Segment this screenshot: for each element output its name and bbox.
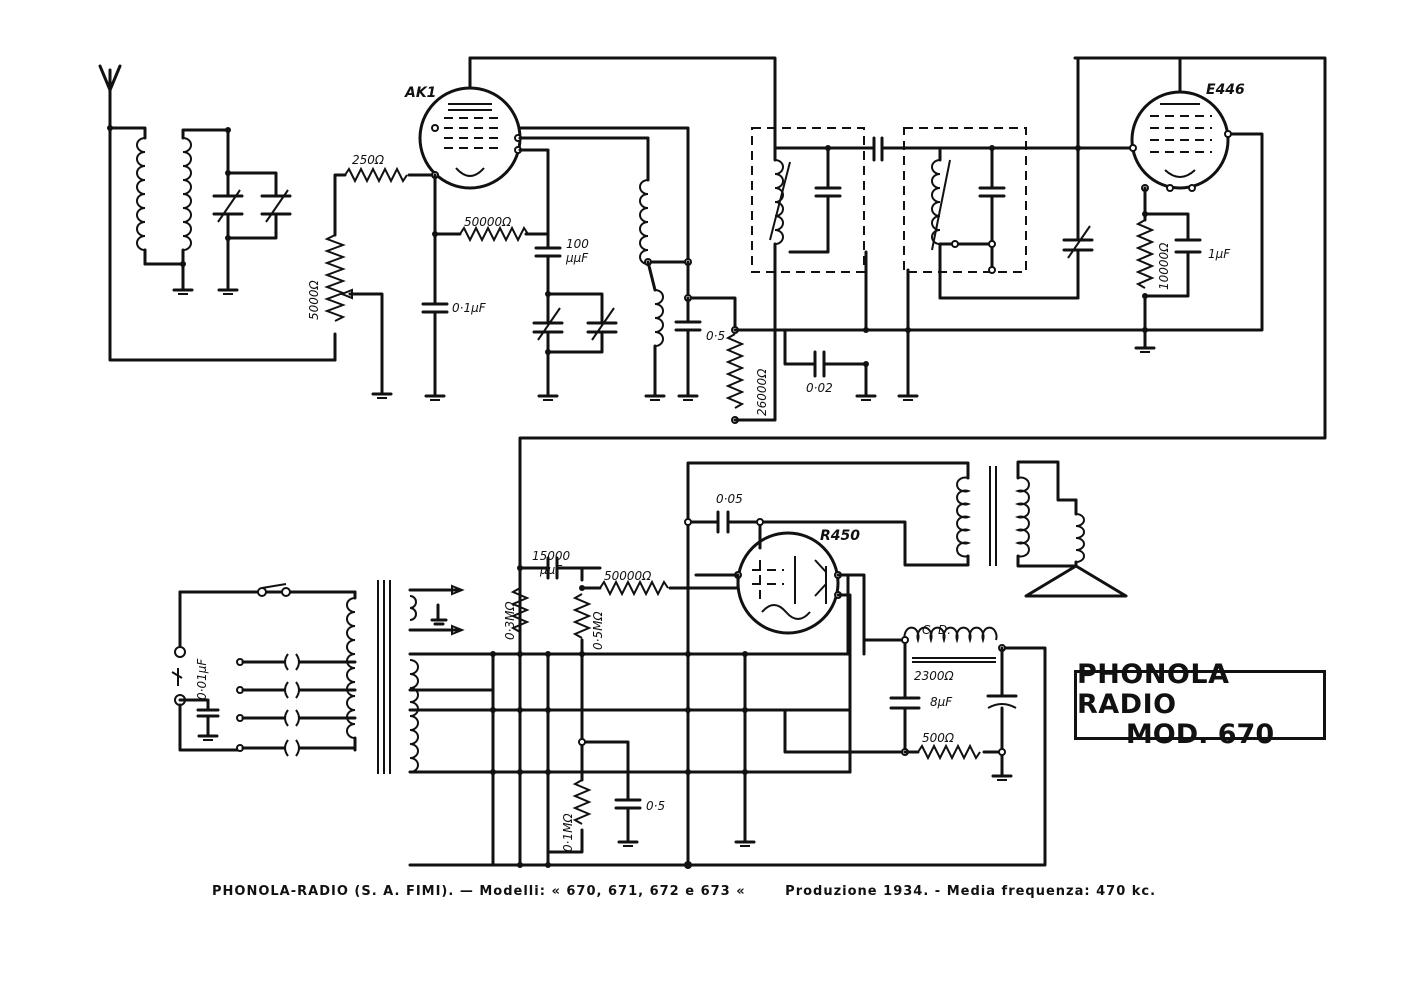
coupling-cap (872, 136, 884, 162)
component-label-r-01: 0·1MΩ (561, 813, 575, 852)
output-transformer: 0·05 (684, 460, 1128, 867)
component-label-c-8: 8µF (930, 695, 953, 709)
tube-ak1: AK1 (404, 56, 522, 190)
component-label-r450: R450 (820, 528, 860, 544)
component-label-r-50000-a: 50000Ω (464, 215, 512, 229)
if-transformer-1 (751, 127, 876, 332)
oscillator-network: 50000Ω 0·1µF 100 µµF (421, 148, 618, 402)
e446-cathode: 10000Ω 1µF (1134, 186, 1231, 354)
component-label-c-001: 0·01µF (195, 658, 209, 700)
title-box: PHONOLA RADIO MOD. 670 (1074, 660, 1326, 750)
component-label-r-26000: 26000Ω (755, 368, 769, 416)
component-label-r-05: 0·5MΩ (591, 611, 605, 650)
tube-e446: E446 (1129, 56, 1264, 332)
caption-part-1: PHONOLA-RADIO (S. A. FIMI). — Modelli: «… (212, 884, 746, 899)
component-label-r-50000-b: 50000Ω (604, 569, 652, 583)
component-label-c-005: 0·05 (716, 492, 743, 506)
e446-tuning (990, 56, 1135, 300)
component-label-ak1: AK1 (404, 85, 436, 101)
r450-input: 15000 µµF 50000Ω 0·3MΩ 0·5MΩ (503, 549, 740, 650)
component-label-c-1uf: 1µF (1208, 247, 1231, 261)
power-transformer (178, 580, 852, 774)
plate-bus (468, 56, 777, 150)
component-label-c-100-unit: µµF (565, 251, 589, 265)
bplus-bus (518, 56, 1327, 867)
if-transformer-2 (880, 127, 1080, 332)
antenna-symbol (98, 64, 122, 131)
component-label-c-15000-unit: µµF (539, 563, 563, 577)
component-label-r-250: 250Ω (352, 153, 385, 167)
component-label-c-002: 0·02 (806, 381, 833, 395)
power-supply: 0·1MΩ 0·5 (408, 573, 1047, 869)
component-label-r-500: 500Ω (922, 731, 955, 745)
title-line-2: MOD. 670 (1125, 719, 1275, 750)
component-label-cd: C. D. (922, 623, 951, 637)
field-coil: C. D. 2300Ω 8µF 500Ω (783, 623, 1018, 782)
resistor-26000: 26000Ω (725, 326, 777, 424)
component-label-c-15000: 15000 (532, 549, 571, 563)
title-line-1: PHONOLA RADIO (1077, 659, 1230, 720)
caption: PHONOLA-RADIO (S. A. FIMI). — Modelli: «… (212, 884, 1332, 904)
antenna-return-wire (108, 126, 337, 362)
component-label-c-100: 100 (566, 237, 589, 251)
component-label-r-03: 0·3MΩ (503, 601, 517, 640)
input-coils (108, 126, 292, 296)
component-label-c-01: 0·1µF (452, 301, 487, 315)
component-label-e446: E446 (1206, 82, 1245, 98)
tube-r450: R450 (734, 528, 860, 635)
component-label-r-2300: 2300Ω (914, 669, 955, 683)
avc-bus: 0·02 (773, 327, 1147, 402)
caption-part-2: Produzione 1934. - Media frequenza: 470 … (785, 884, 1157, 899)
component-label-c-05-b: 0·5 (646, 799, 665, 813)
component-label-r-10000: 10000Ω (1157, 242, 1171, 290)
pot-5000: 250Ω 5000Ω (307, 153, 437, 400)
mains-selector: 0·01µF (171, 646, 357, 757)
component-label-c-05-a: 0·5 (706, 329, 725, 343)
bplus-link (733, 328, 777, 422)
component-label-r-5000: 5000Ω (307, 279, 321, 320)
oscillator-coils: 0·5 (518, 126, 737, 402)
